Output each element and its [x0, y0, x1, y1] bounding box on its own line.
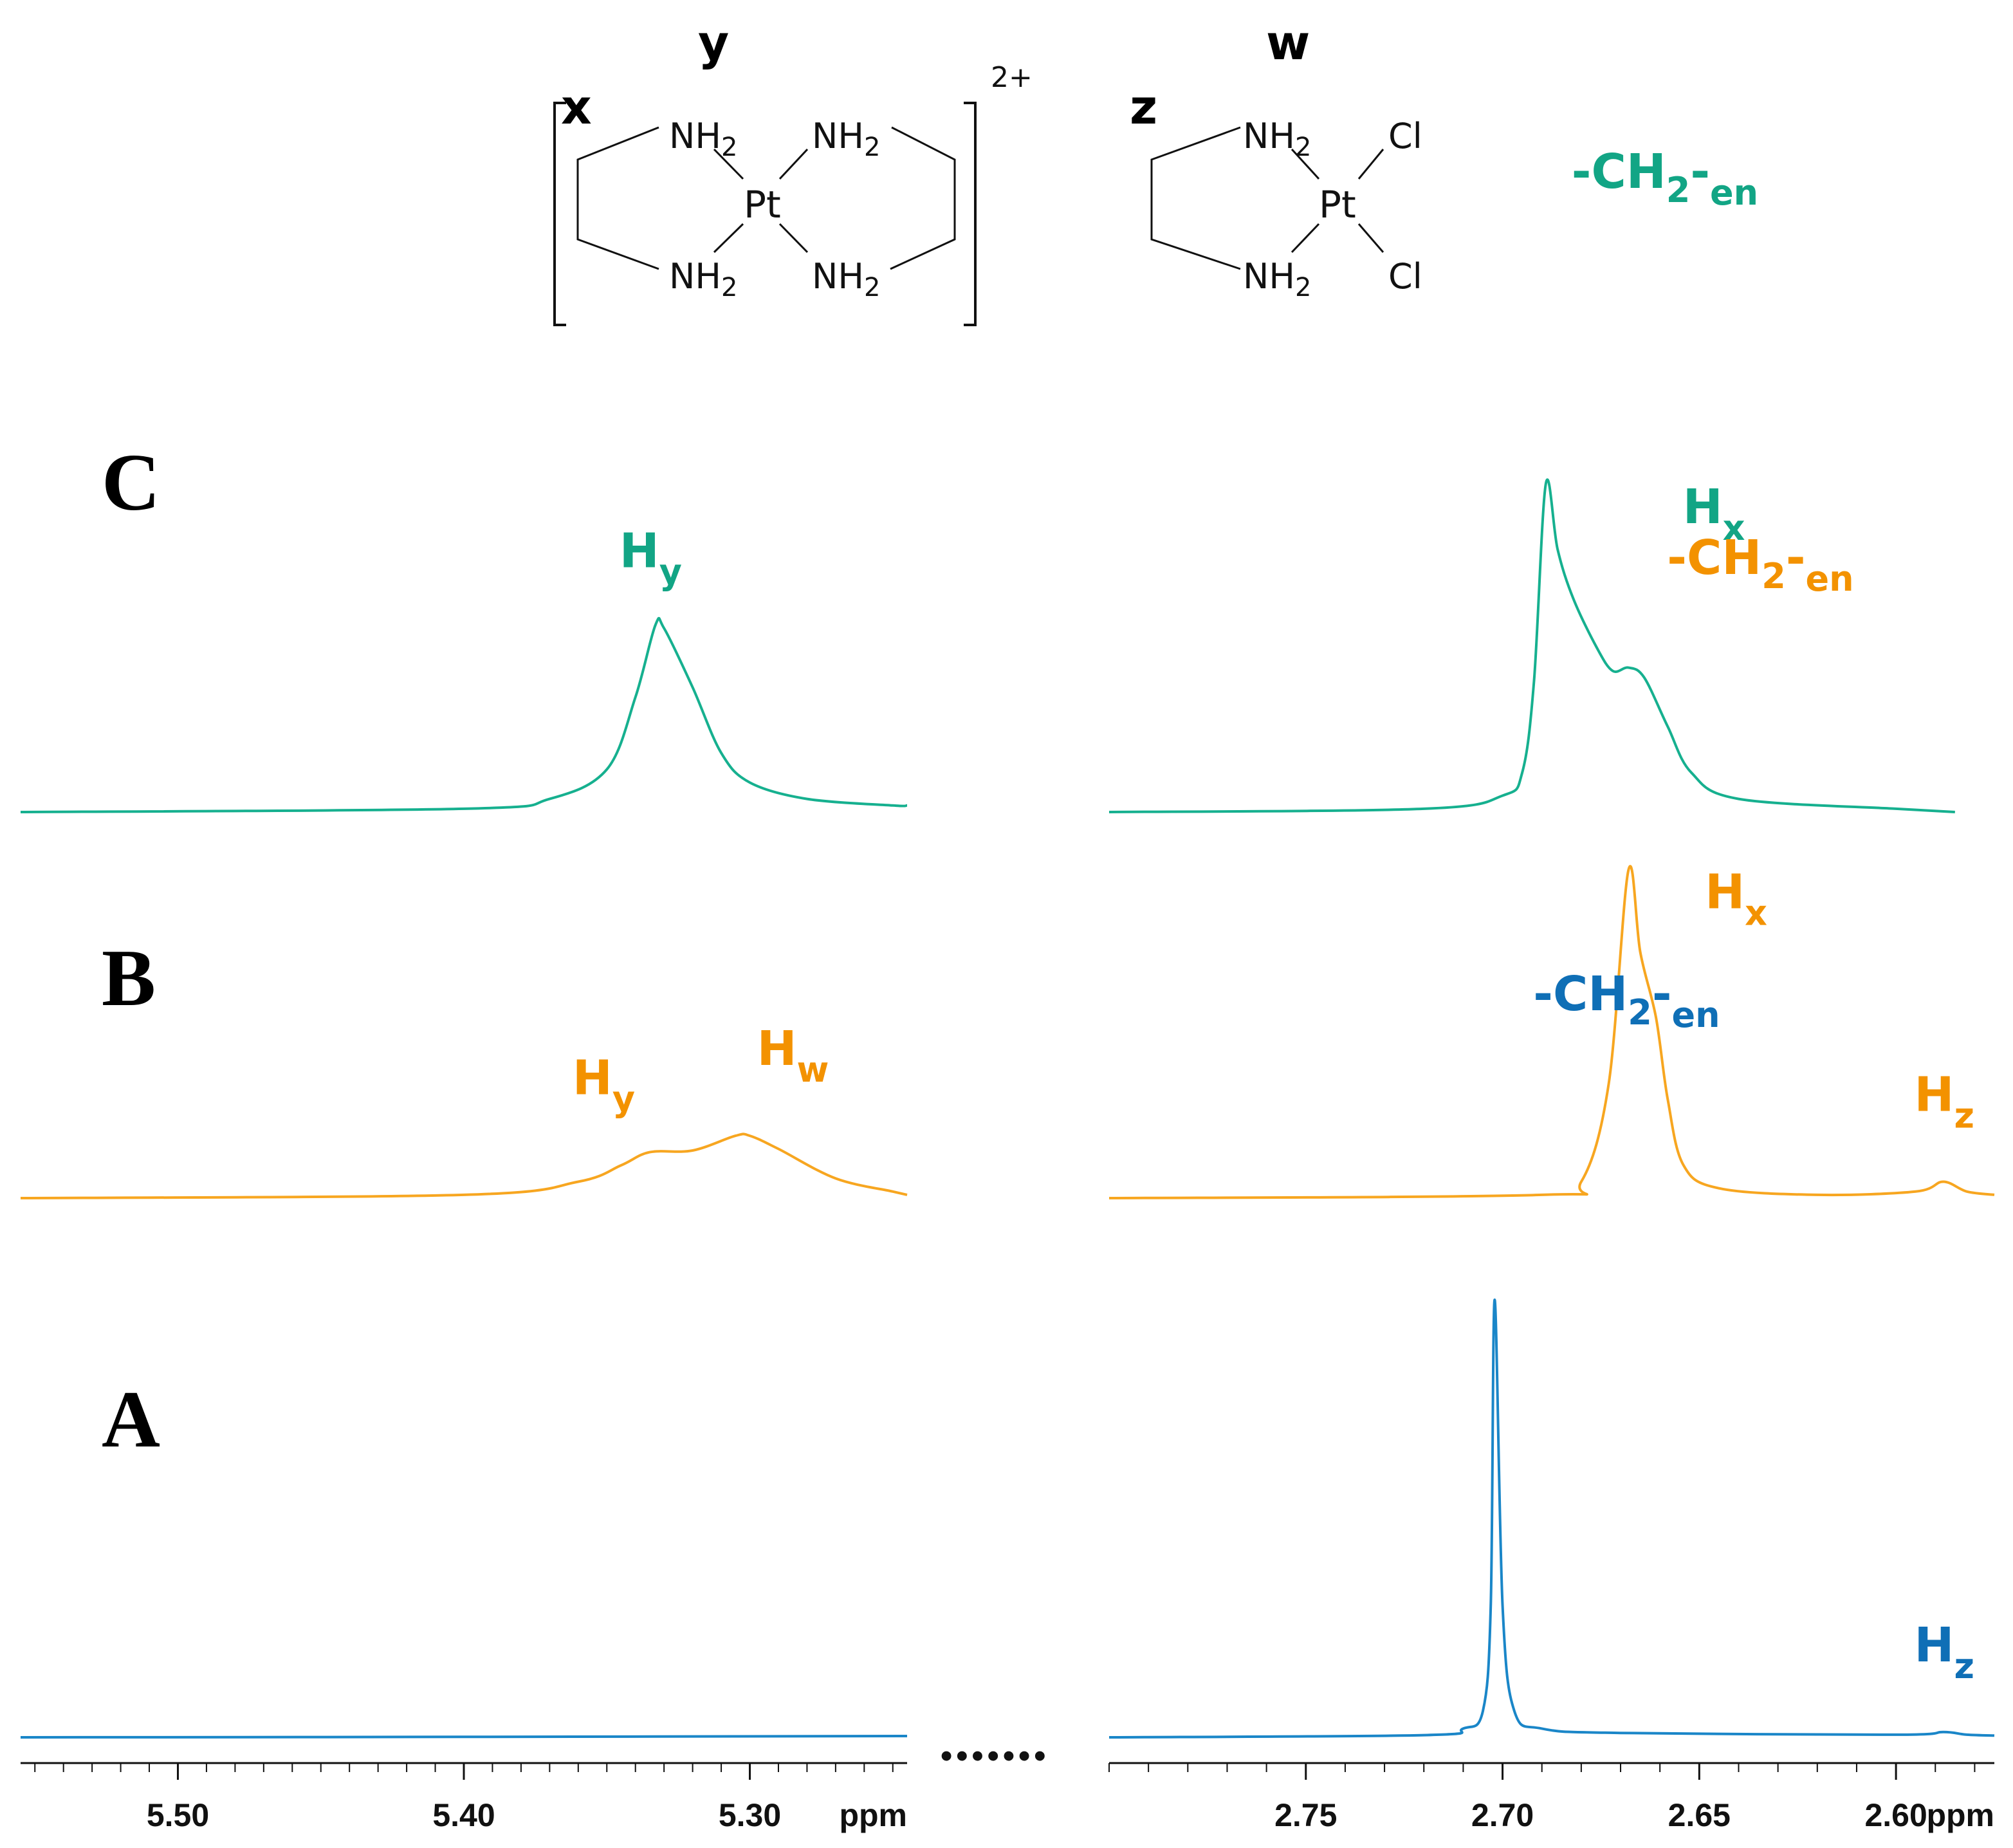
- pt-n-bonds-1: [713, 148, 809, 254]
- amine-label: NH2: [1243, 256, 1311, 302]
- spectrum-A-right-trace: [1108, 1298, 1995, 1739]
- left-bracket: [553, 102, 566, 326]
- peak-label-c: Hx: [1683, 479, 1745, 548]
- axis-left: 5.50 5.40 5.30 ppm: [21, 1762, 907, 1833]
- chloride-label: Cl: [1388, 256, 1422, 297]
- site-label-z: z: [1130, 80, 1157, 135]
- tick-label: 2.75: [1274, 1797, 1337, 1833]
- metal-label: Pt: [1319, 183, 1356, 226]
- pt-n-bonds-2: [1291, 148, 1384, 254]
- ethylene-bonds: [1150, 126, 1241, 270]
- panel-label-a: A: [102, 1375, 160, 1465]
- structure-pt-en2: 2+ x y NH2 NH2 NH2 NH2 Pt: [553, 15, 1033, 326]
- amine-label: NH2: [1243, 116, 1311, 162]
- peak-label-b: -CH2-en: [1667, 530, 1853, 599]
- spectra-layer: [20, 478, 1995, 1739]
- peak-label-b: Hw: [757, 1021, 829, 1090]
- site-label-w: w: [1266, 15, 1310, 71]
- panel-label-b: B: [102, 934, 156, 1023]
- panel-label-c: C: [102, 438, 160, 528]
- tick-label: 5.40: [432, 1797, 495, 1833]
- peak-label-b: Hy: [573, 1051, 635, 1120]
- site-label-y: y: [698, 15, 729, 71]
- tick-label: 5.50: [147, 1797, 209, 1833]
- amine-label: NH2: [669, 256, 737, 302]
- peak-label-a: -CH2-en: [1533, 966, 1720, 1035]
- spectrum-C-right-trace: [1108, 478, 1955, 813]
- amine-label: NH2: [812, 256, 880, 302]
- chloride-label: Cl: [1388, 116, 1422, 156]
- structure-pt-en-cl2: z w NH2 NH2 Pt Cl Cl: [1130, 15, 1422, 302]
- spectrum-A-left-trace: [20, 1735, 908, 1739]
- amine-label: NH2: [812, 116, 880, 162]
- unit-label: ppm: [839, 1797, 907, 1833]
- peak-label-b: Hx: [1705, 865, 1767, 934]
- right-bracket: [964, 102, 977, 326]
- peak-label-a: Hz: [1915, 1618, 1974, 1686]
- ethylene-bonds-left: [576, 126, 659, 270]
- tick-label: 2.65: [1668, 1797, 1731, 1833]
- tick-label: 5.30: [719, 1797, 781, 1833]
- tick-label: 2.60: [1864, 1797, 1927, 1833]
- charge-label: 2+: [991, 61, 1033, 94]
- tick-label: 2.70: [1471, 1797, 1534, 1833]
- amine-label: NH2: [669, 116, 737, 162]
- unit-label: ppm: [1926, 1797, 1994, 1833]
- peak-label-c: -CH2-en: [1572, 144, 1758, 213]
- ethylene-bonds-right: [890, 126, 956, 270]
- axis-break-dots: •••••••: [941, 1737, 1049, 1775]
- metal-label: Pt: [744, 183, 781, 226]
- spectrum-C-left-trace: [20, 616, 908, 813]
- spectrum-B-left-trace: [20, 1132, 908, 1199]
- spectrum-B-right-trace: [1108, 865, 1995, 1199]
- site-label-x: x: [561, 80, 592, 135]
- peak-label-b: Hz: [1915, 1067, 1974, 1136]
- peak-label-c: Hy: [620, 523, 682, 592]
